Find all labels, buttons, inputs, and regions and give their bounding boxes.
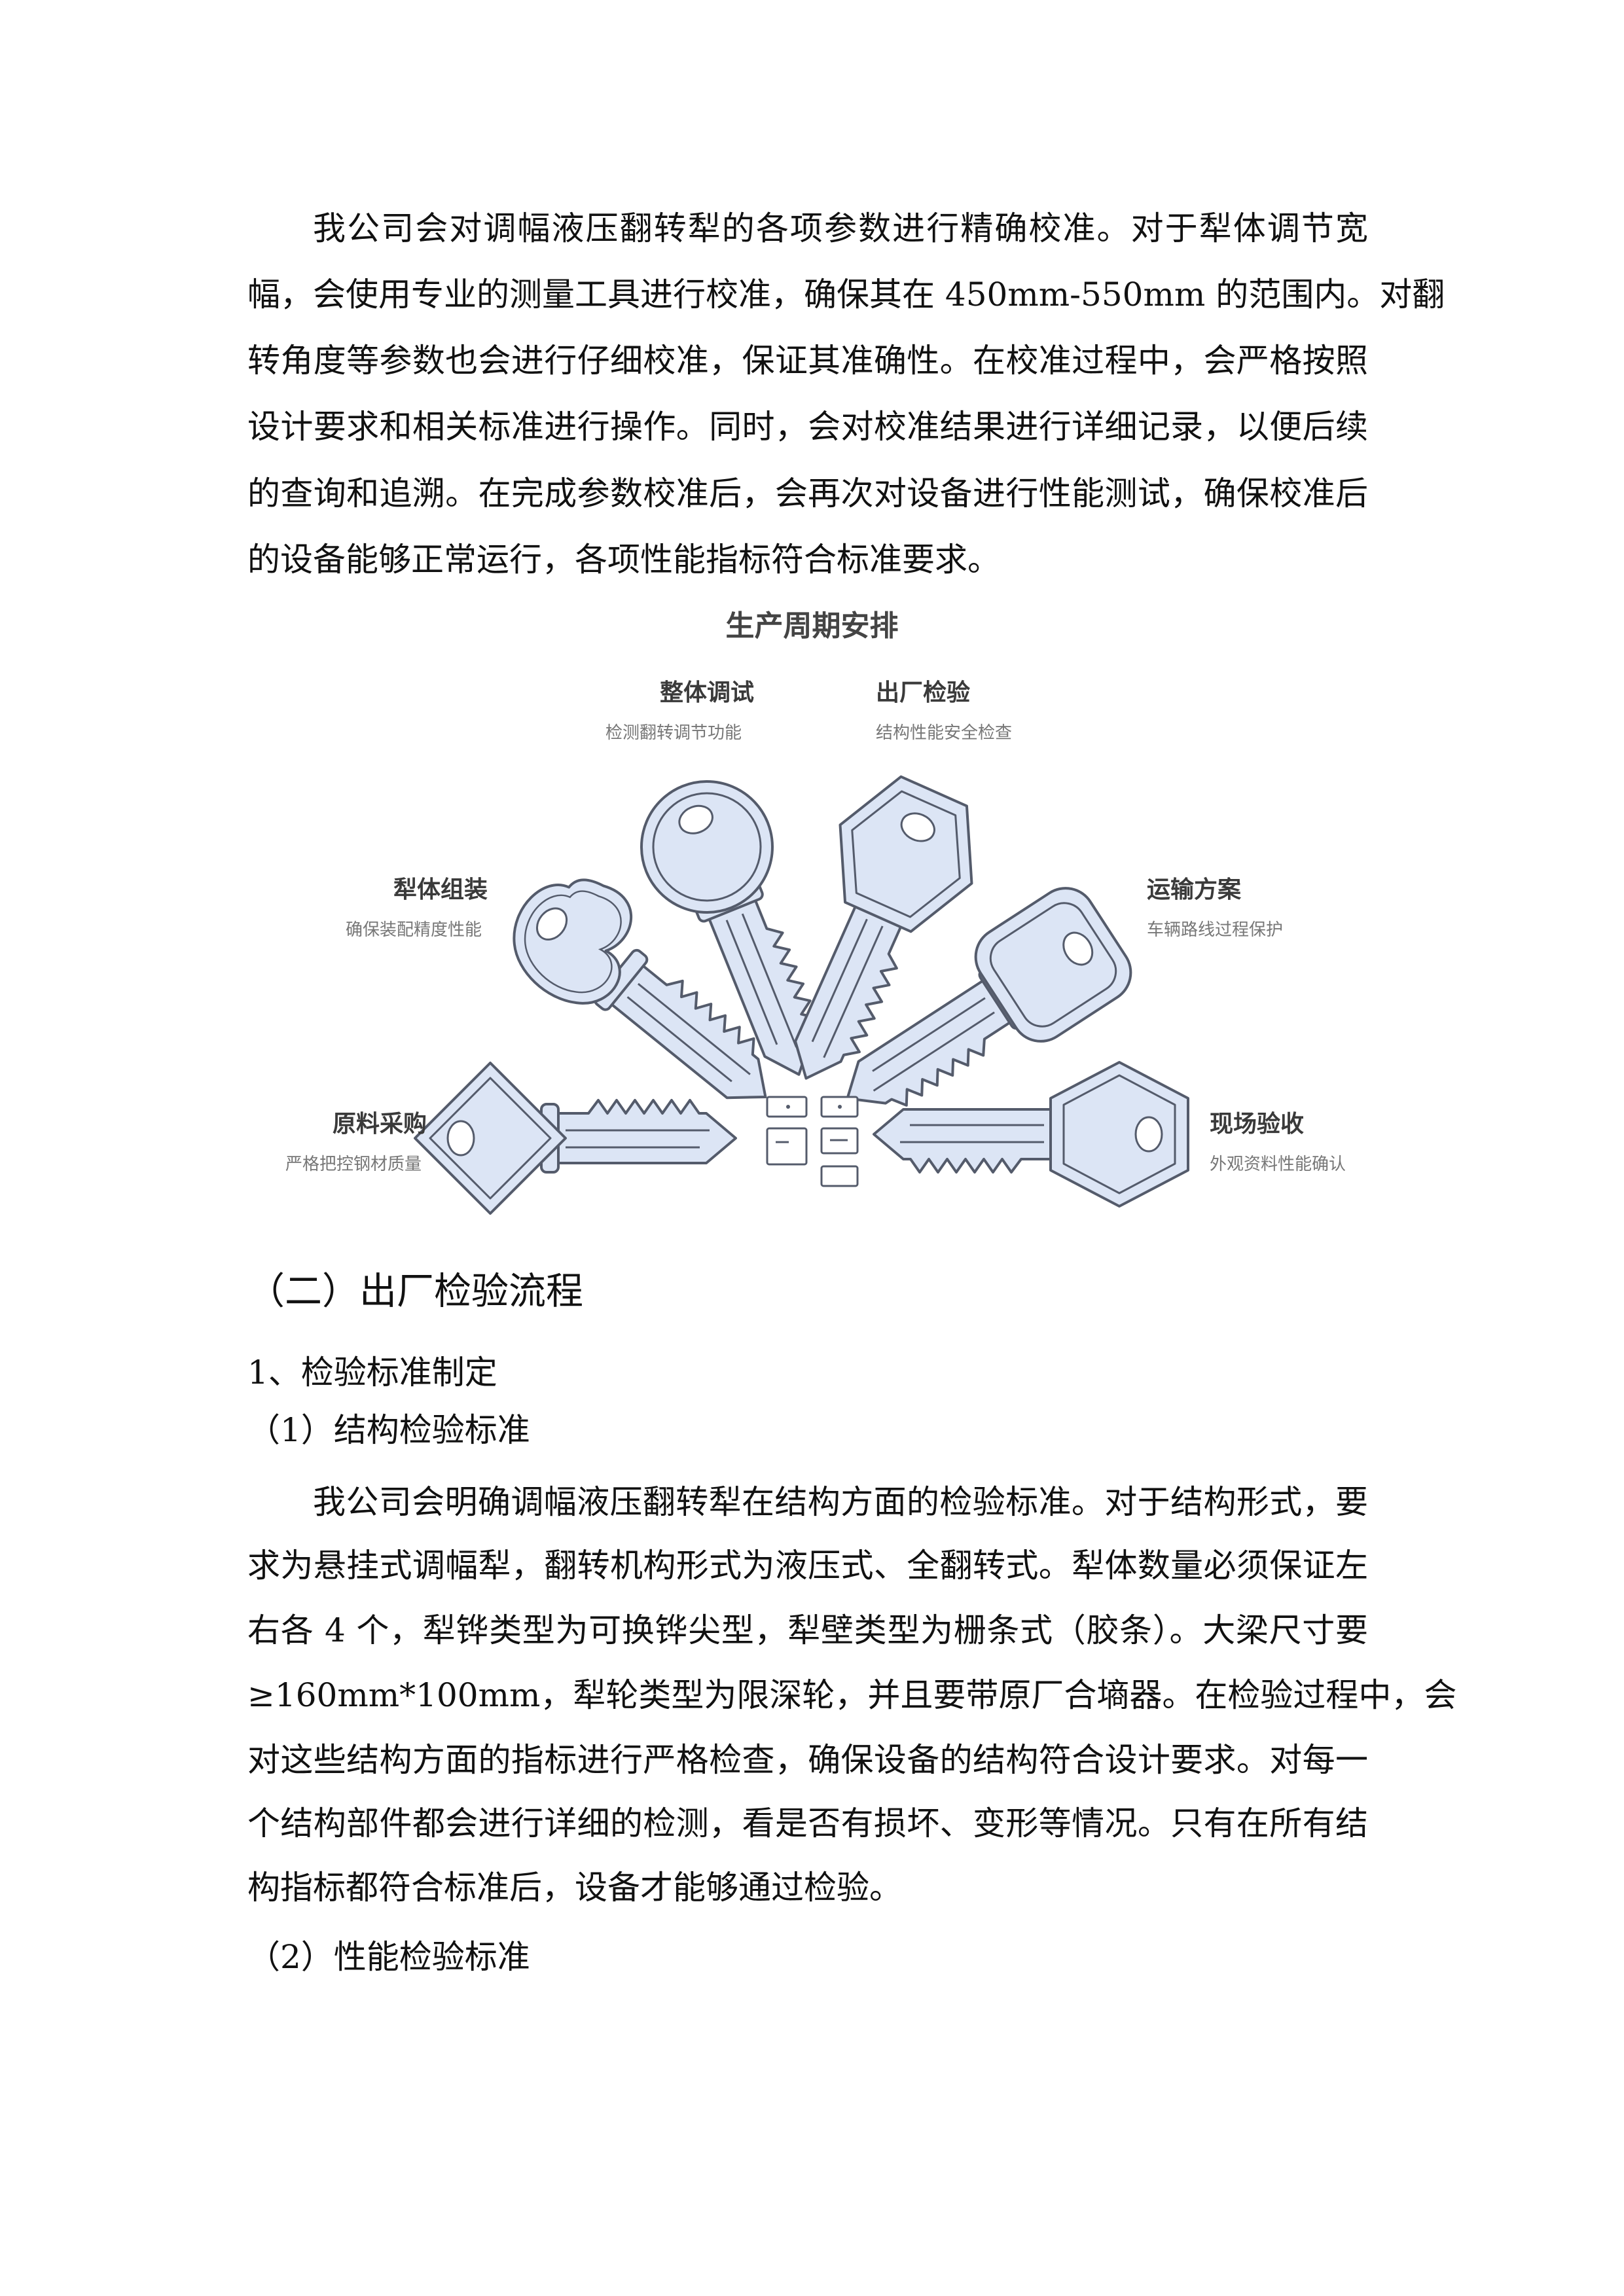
tile-icon [820,1165,859,1187]
key-icon [640,780,819,1076]
step-title-inspection: 出厂检验 [876,679,971,706]
text-line: 对这些结构方面的指标进行严格检查，确保设备的结构符合设计要求。对每一 [247,1741,1368,1779]
text-line: 个结构部件都会进行详细的检测，看是否有损坏、变形等情况。只有在所有结 [247,1804,1368,1842]
step-title-assembly: 犁体组装 [393,876,488,903]
step-desc-assembly: 确保装配精度性能 [345,920,482,940]
step-desc-inspection: 结构性能安全检查 [876,723,1013,743]
subheading: （2）性能检验标准 [247,1938,530,1976]
text-line: 求为悬挂式调幅犁，翻转机构形式为液压式、全翻转式。犁体数量必须保证左 [247,1547,1368,1585]
text-line: 设计要求和相关标准进行操作。同时，会对校准结果进行详细记录，以便后续 [247,408,1368,446]
text-line: ≥160mm*100mm，犁轮类型为限深轮，并且要带原厂合墒器。在检验过程中，会 [247,1676,1457,1714]
key-icon [794,775,973,1080]
text-line: 的设备能够正常运行，各项性能指标符合标准要求。 [247,541,1000,579]
key-icon [513,878,767,1100]
text-line: 构指标都符合标准后，设备才能够通过检验。 [247,1869,902,1907]
key-hole [678,804,713,834]
text-line: 右各 4 个，犁铧类型为可换铧尖型，犁壁类型为栅条式（胶条）。大梁尺寸要 [247,1611,1368,1649]
step-title-acceptance: 现场验收 [1210,1111,1305,1138]
step-title-procurement: 原料采购 [332,1111,427,1138]
subheading: （1）结构检验标准 [247,1411,530,1449]
step-desc-debugging: 检测翻转调节功能 [605,723,742,743]
step-desc-transport: 车辆路线过程保护 [1147,920,1284,940]
key-hole [1134,1116,1163,1153]
key-hole [446,1120,475,1157]
tile-icon [766,1127,808,1166]
key-blade [605,961,767,1100]
key-icon [873,1061,1189,1208]
tile-dot [786,1105,790,1109]
text-line: 我公司会对调幅液压翻转犁的各项参数进行精确校准。对于犁体调节宽 [313,209,1368,247]
step-title-debugging: 整体调试 [660,679,755,706]
key-blade [551,1099,737,1164]
keys-graphic [414,775,1189,1215]
key-blade [873,1108,1058,1174]
key-hole [535,907,568,941]
key-icon [414,1062,737,1215]
key-blade [794,899,905,1080]
step-title-transport: 运输方案 [1147,876,1242,903]
key-hole [900,812,935,842]
step-desc-procurement: 严格把控钢材质量 [285,1155,422,1174]
section-heading: （二）出厂检验流程 [247,1270,583,1313]
text-line: 幅，会使用专业的测量工具进行校准，确保其在 450mm-550mm 的范围内。对… [247,276,1445,314]
step-desc-acceptance: 外观资料性能确认 [1210,1155,1346,1174]
diagram-title: 生产周期安排 [725,609,899,643]
text-line: 的查询和追溯。在完成参数校准后，会再次对设备进行性能测试，确保校准后 [247,475,1368,512]
text-line: 转角度等参数也会进行仔细校准，保证其准确性。在校准过程中，会严格按照 [247,342,1368,380]
key-hole [1062,931,1094,966]
subheading: 1、检验标准制定 [247,1354,497,1391]
tile-dot [838,1105,842,1109]
text-line: 我公司会明确调幅液压翻转犁在结构方面的检验标准。对于结构形式，要 [313,1483,1368,1521]
